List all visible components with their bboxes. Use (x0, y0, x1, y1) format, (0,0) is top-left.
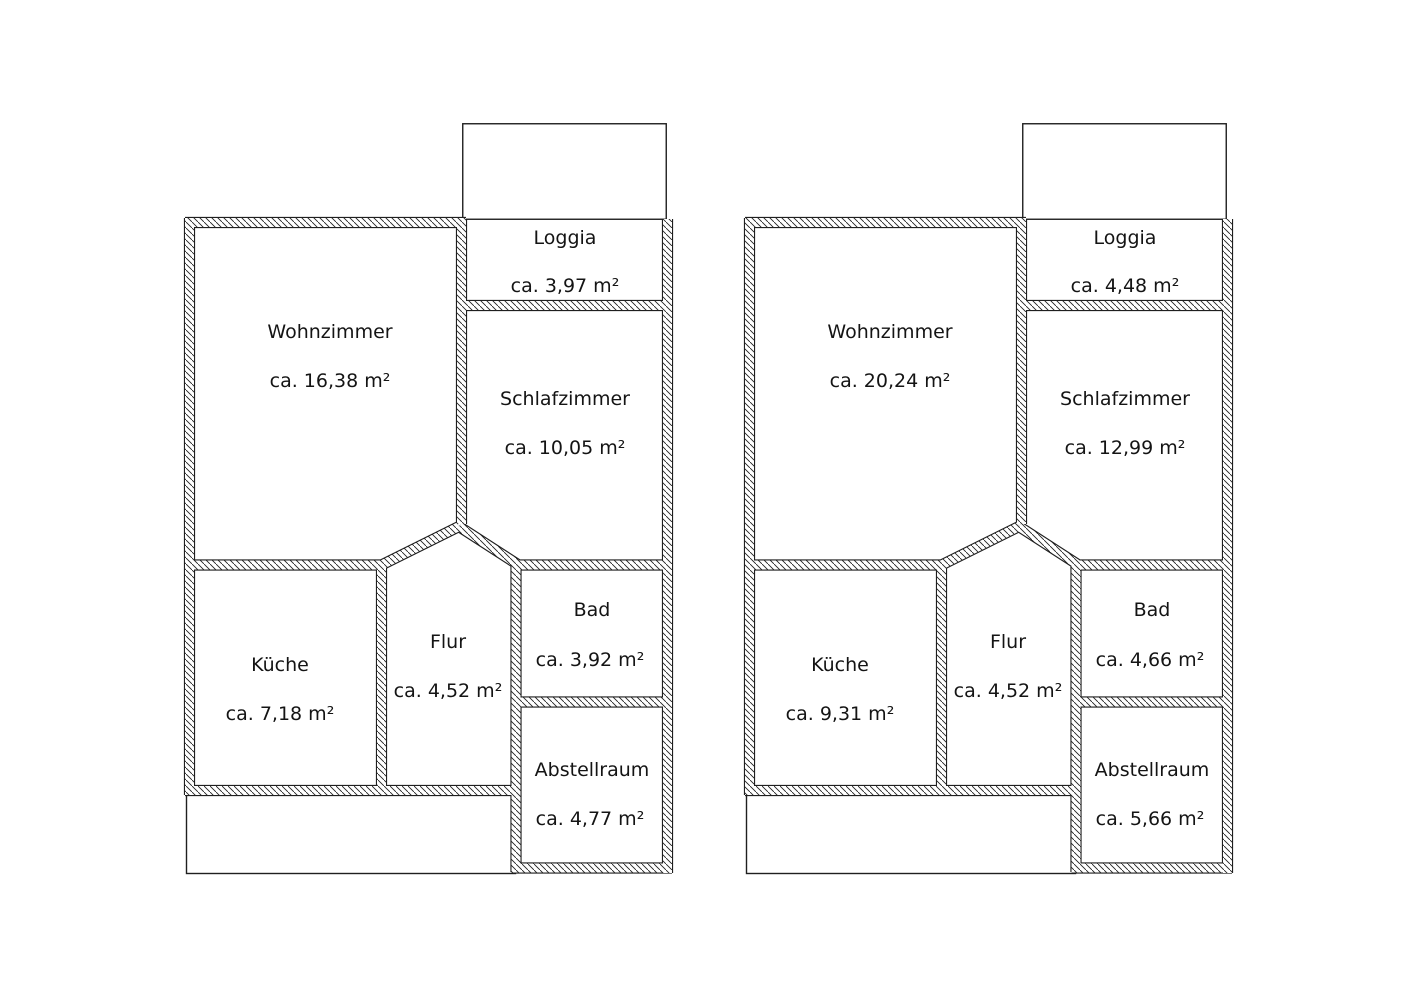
floor-plan-left: Wohnzimmer ca. 16,38 m² Loggia ca. 3,97 … (185, 123, 672, 875)
room-name-kueche: Küche (251, 654, 309, 676)
room-area-kueche: ca. 9,31 m² (786, 703, 895, 725)
room-name-bad: Bad (574, 599, 611, 621)
room-name-abstellraum: Abstellraum (535, 759, 650, 781)
room-area-abstellraum: ca. 4,77 m² (536, 808, 645, 830)
room-name-abstellraum: Abstellraum (1095, 759, 1210, 781)
room-name-schlafzimmer: Schlafzimmer (1060, 388, 1190, 410)
room-area-flur: ca. 4,52 m² (954, 680, 1063, 702)
room-name-schlafzimmer: Schlafzimmer (500, 388, 630, 410)
room-area-loggia: ca. 3,97 m² (511, 275, 620, 297)
room-area-wohnzimmer: ca. 20,24 m² (830, 370, 951, 392)
room-name-flur: Flur (990, 631, 1026, 653)
room-name-kueche: Küche (811, 654, 869, 676)
balcony-outline (1022, 123, 1227, 220)
room-labels: Wohnzimmer ca. 16,38 m² Loggia ca. 3,97 … (226, 227, 650, 830)
room-area-abstellraum: ca. 5,66 m² (1096, 808, 1205, 830)
room-area-loggia: ca. 4,48 m² (1071, 275, 1180, 297)
room-name-bad: Bad (1134, 599, 1171, 621)
room-labels: Wohnzimmer ca. 20,24 m² Loggia ca. 4,48 … (786, 227, 1210, 830)
room-name-loggia: Loggia (534, 227, 597, 249)
room-area-schlafzimmer: ca. 12,99 m² (1065, 437, 1186, 459)
floor-plan-right: Wohnzimmer ca. 20,24 m² Loggia ca. 4,48 … (745, 123, 1232, 875)
room-area-schlafzimmer: ca. 10,05 m² (505, 437, 626, 459)
lower-terrace-outline (745, 790, 1077, 875)
room-area-kueche: ca. 7,18 m² (226, 703, 335, 725)
room-name-wohnzimmer: Wohnzimmer (267, 321, 392, 343)
room-name-wohnzimmer: Wohnzimmer (827, 321, 952, 343)
room-name-loggia: Loggia (1094, 227, 1157, 249)
room-area-wohnzimmer: ca. 16,38 m² (270, 370, 391, 392)
room-area-flur: ca. 4,52 m² (394, 680, 503, 702)
room-area-bad: ca. 4,66 m² (1096, 649, 1205, 671)
room-area-bad: ca. 3,92 m² (536, 649, 645, 671)
lower-terrace-outline (185, 790, 517, 875)
room-name-flur: Flur (430, 631, 466, 653)
balcony-outline (462, 123, 667, 220)
